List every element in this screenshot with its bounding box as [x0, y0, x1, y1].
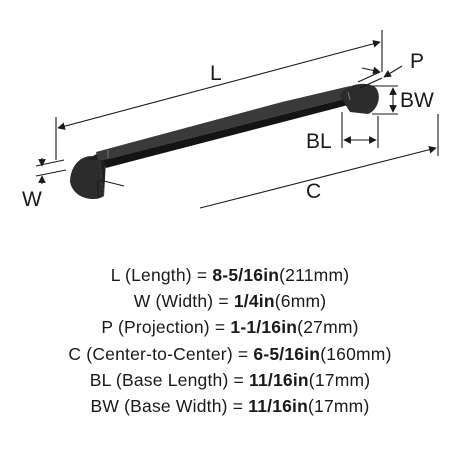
spec-value: 11/16in — [249, 369, 309, 390]
spec-value: 11/16in — [248, 396, 309, 417]
base-length-label: BL — [306, 130, 332, 153]
spec-value: 6-5/16in — [253, 343, 321, 364]
spec-base-length: BL (Base Length) = 11/16in(17mm) — [0, 367, 460, 393]
spec-value: 8-5/16in — [212, 265, 280, 285]
specification-list: L (Length) = 8-5/16in(211mm) W (Width) =… — [0, 262, 460, 419]
width-label: W — [22, 188, 42, 211]
cabinet-pull-drawing — [70, 83, 379, 200]
spec-metric: (27mm) — [297, 317, 359, 338]
center-to-center-label: C — [306, 180, 321, 203]
handle-dimension-diagram: L W P BW BL C — [22, 30, 439, 211]
spec-label: P (Projection) = — [101, 317, 231, 338]
spec-projection: P (Projection) = 1-1/16in(27mm) — [0, 314, 460, 340]
spec-label: C (Center-to-Center) = — [68, 343, 254, 364]
spec-label: BW (Base Width) = — [90, 396, 249, 417]
spec-length: L (Length) = 8-5/16in(211mm) — [0, 262, 460, 288]
spec-value: 1/4in — [233, 291, 275, 312]
spec-value: 1-1/16in — [230, 317, 298, 338]
base-width-label: BW — [400, 89, 434, 112]
projection-label: P — [410, 50, 424, 73]
spec-metric: (211mm) — [279, 265, 350, 285]
spec-center-to-center: C (Center-to-Center) = 6-5/16in(160mm) — [0, 341, 460, 367]
spec-label: W (Width) = — [133, 291, 234, 312]
spec-label: L (Length) = — [110, 265, 213, 285]
spec-metric: (160mm) — [320, 343, 392, 364]
spec-width: W (Width) = 1/4in(6mm) — [0, 288, 460, 314]
spec-metric: (17mm) — [308, 396, 370, 417]
spec-label: BL (Base Length) = — [89, 369, 250, 390]
left-base — [70, 156, 104, 200]
spec-metric: (17mm) — [308, 369, 371, 390]
spec-metric: (6mm) — [274, 291, 327, 312]
spec-base-width: BW (Base Width) = 11/16in(17mm) — [0, 393, 460, 419]
length-label: L — [210, 62, 222, 85]
dimension-lines — [35, 30, 439, 209]
